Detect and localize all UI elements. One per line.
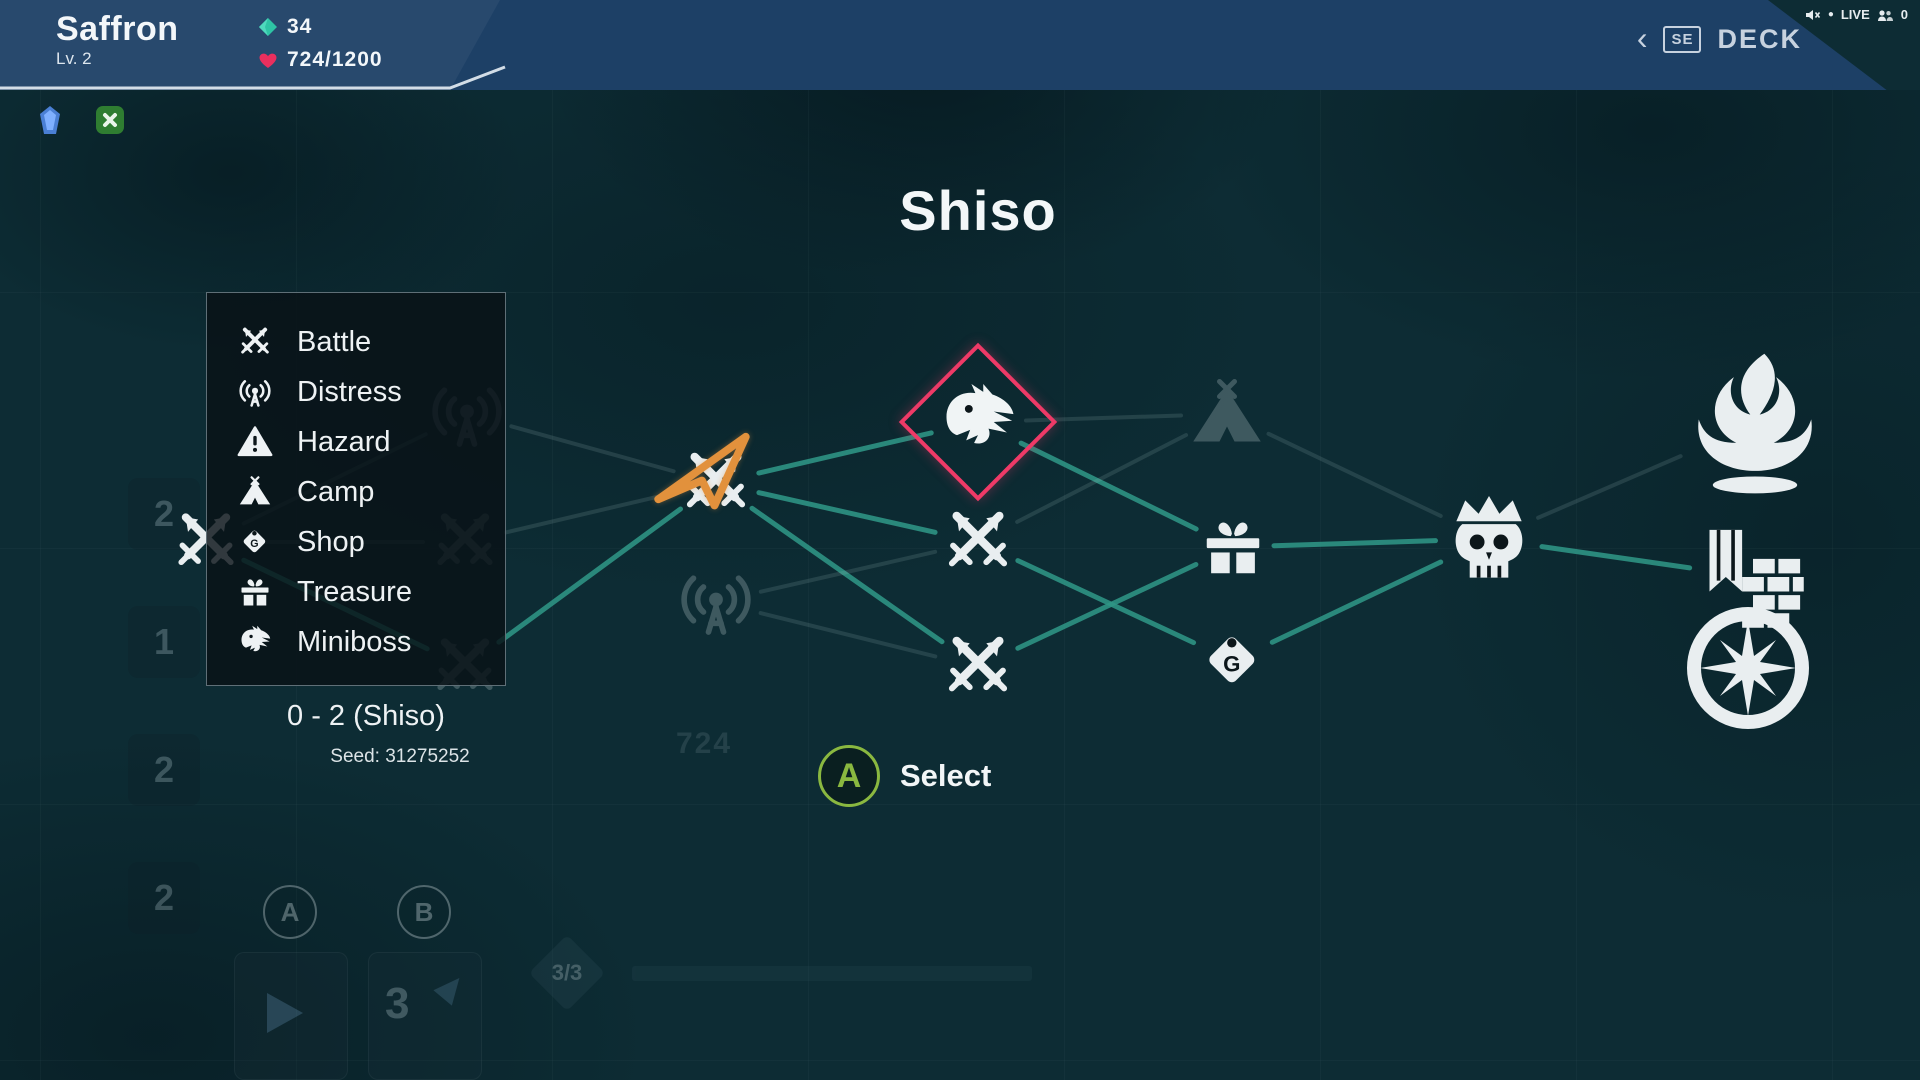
gem-counter: 34	[258, 15, 383, 39]
battle-icon	[237, 324, 273, 360]
side-tile: 2	[128, 862, 200, 934]
legend-label: Hazard	[297, 425, 391, 458]
camp-icon	[237, 474, 273, 510]
legend-item-treasure: Treasure	[237, 567, 505, 617]
player-name: Saffron	[56, 10, 179, 48]
battle-icon	[940, 504, 1016, 580]
map-node-shop[interactable]	[1196, 624, 1271, 699]
distress-icon	[237, 374, 273, 410]
chevron-left-icon: ‹	[1636, 19, 1648, 56]
player-marker	[652, 418, 752, 518]
legend-label: Treasure	[297, 575, 412, 608]
live-label: LIVE	[1840, 7, 1870, 22]
map-path	[1271, 538, 1439, 549]
map-path	[1015, 433, 1189, 524]
side-tile: 2	[128, 734, 200, 806]
resource-counters: 34 724/1200	[258, 15, 383, 72]
map-node-camp	[1187, 374, 1267, 454]
treasure-icon	[237, 574, 273, 610]
heart-icon	[259, 53, 277, 68]
flame-icon	[1680, 349, 1830, 499]
map-path	[749, 505, 945, 645]
seed-label: Seed: 31275252	[330, 746, 470, 767]
legend-label: Battle	[297, 325, 372, 358]
background-number: 724	[675, 727, 733, 760]
map-path	[1018, 440, 1199, 532]
selected-node-highlight	[898, 342, 1058, 502]
camp-icon	[1187, 374, 1267, 454]
health-counter: 724/1200	[258, 48, 383, 72]
legend-item-camp: Camp	[237, 467, 505, 517]
map-path	[758, 549, 938, 594]
legend-item-distress: Distress	[237, 367, 505, 417]
map-path	[1266, 431, 1443, 518]
gem-icon	[259, 18, 277, 36]
side-tile-column: 2 1 2 2	[128, 478, 200, 934]
deck-key-icon: SE	[1663, 26, 1702, 53]
map-path	[1536, 454, 1683, 520]
deck-label: DECK	[1717, 24, 1802, 54]
map-path	[1015, 561, 1199, 651]
map-node-miniboss[interactable]	[898, 342, 1058, 502]
player-level: Lv. 2	[56, 49, 92, 69]
map-path	[756, 430, 934, 476]
hazard-icon	[237, 424, 273, 460]
map-path	[1269, 559, 1444, 645]
map-title: Shiso	[899, 179, 1057, 242]
a-button-icon[interactable]: A	[818, 745, 880, 807]
legend-label: Distress	[297, 375, 402, 408]
map-path	[1015, 558, 1197, 646]
map-path	[1539, 544, 1693, 571]
boss-icon	[1442, 492, 1537, 587]
map-node-treasure[interactable]	[1198, 512, 1268, 582]
player-block: Saffron Lv. 2	[56, 10, 179, 69]
legend-item-shop: Shop	[237, 517, 505, 567]
live-dot-icon: ●	[1827, 8, 1834, 20]
legend-item-miniboss: Miniboss	[237, 617, 505, 667]
spectator-count: 0	[1900, 7, 1908, 22]
deck-button[interactable]: ‹ SE DECK	[1636, 19, 1802, 56]
map-node-boss[interactable]	[1442, 492, 1537, 587]
select-prompt: A Select	[818, 745, 991, 807]
map-path	[509, 424, 676, 474]
x-mark-icon	[94, 104, 126, 136]
legend-item-hazard: Hazard	[237, 417, 505, 467]
stream-status: ● LIVE 0	[1805, 7, 1908, 22]
legend-label: Miniboss	[297, 625, 412, 658]
player-arrow-icon	[652, 418, 752, 518]
legend-item-battle: Battle	[237, 317, 505, 367]
map-path	[496, 506, 684, 645]
compass-icon	[1684, 604, 1812, 732]
character-sprite-icon	[34, 104, 66, 136]
map-node-flame[interactable]	[1680, 349, 1830, 499]
gem-count: 34	[287, 15, 313, 38]
select-label: Select	[900, 758, 992, 793]
speaker-muted-icon	[1805, 9, 1820, 20]
map-node-distress	[676, 562, 756, 642]
map-path	[756, 490, 938, 535]
map-node-compass[interactable]	[1684, 604, 1812, 732]
legend-label: Camp	[297, 475, 375, 508]
map-node-battle[interactable]	[940, 629, 1016, 705]
map-path	[1023, 413, 1184, 423]
map-path	[758, 611, 938, 659]
side-tile: 2	[128, 478, 200, 550]
buff-icons	[34, 104, 126, 136]
floor-label: 0 - 2 (Shiso)	[287, 700, 445, 732]
distress-icon	[676, 562, 756, 642]
legend-label: Shop	[297, 525, 365, 558]
map-path	[503, 491, 676, 535]
shop-icon	[1196, 624, 1271, 699]
spectators-icon	[1877, 9, 1893, 21]
health-value: 724/1200	[287, 48, 383, 71]
miniboss-icon	[237, 624, 273, 660]
battle-icon	[940, 629, 1016, 705]
shop-icon	[237, 524, 273, 560]
map-node-battle[interactable]	[940, 504, 1016, 580]
side-tile: 1	[128, 606, 200, 678]
top-bar: Saffron Lv. 2 34 724/1200 ‹	[0, 0, 1920, 90]
treasure-icon	[1198, 512, 1268, 582]
